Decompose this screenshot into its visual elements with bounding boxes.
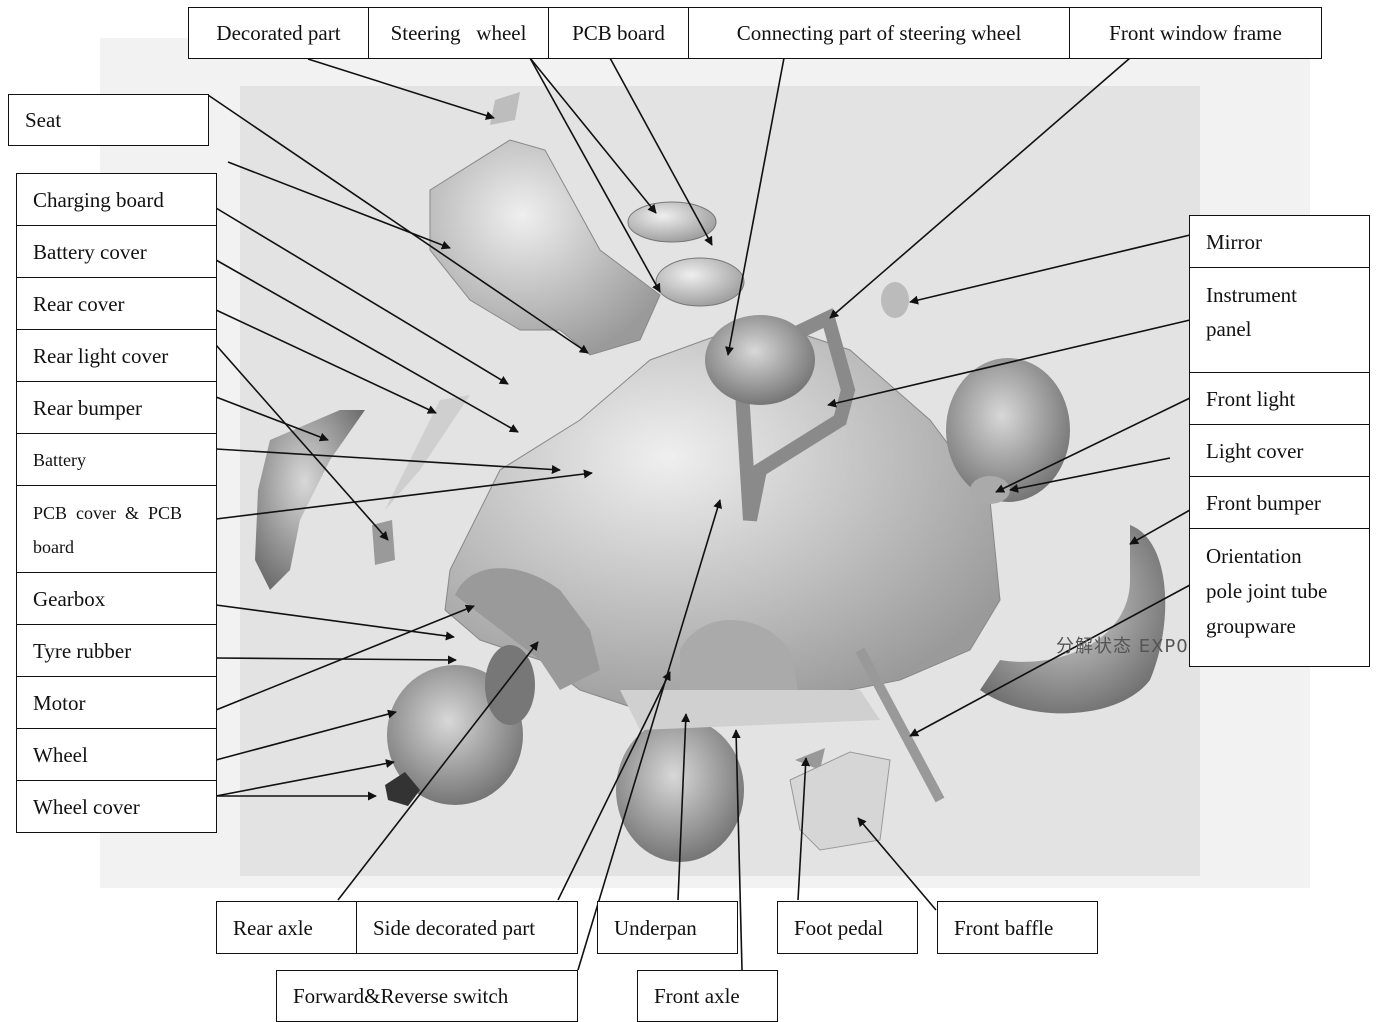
label-seat: Seat [8, 94, 209, 146]
rear-bumper-shape [255, 410, 365, 590]
front-window-frame-shape [732, 308, 856, 522]
label-rear-cover: Rear cover [16, 277, 217, 330]
wheel-cover-shape [385, 772, 420, 806]
label-pcb-board: PCB board [548, 7, 689, 59]
seat-part [429, 139, 661, 356]
label-motor: Motor [16, 676, 217, 729]
leader-lines [207, 57, 1191, 971]
label-orientation-line3: groupware [1206, 614, 1296, 638]
rear-cover-shape [385, 395, 470, 510]
mirror-shape [881, 282, 909, 318]
label-tyre-rubber: Tyre rubber [16, 624, 217, 677]
label-instrument-line1: Instrument [1206, 283, 1297, 307]
decorated-part-shape [490, 92, 520, 125]
label-instrument-line2: panel [1206, 317, 1252, 341]
car-parts [255, 92, 1166, 862]
label-instrument-panel: Instrument panel [1189, 267, 1370, 373]
label-orientation-pole: Orientation pole joint tube groupware [1189, 528, 1370, 667]
rear-wheel-arch [455, 568, 600, 690]
label-front-bumper: Front bumper [1189, 476, 1370, 529]
label-pcb-cover-line1: PCB cover & PCB [33, 503, 183, 523]
label-front-light: Front light [1189, 372, 1370, 425]
label-wheel: Wheel [16, 728, 217, 781]
steering-wheel-bottom [655, 257, 745, 307]
label-front-window-frame: Front window frame [1069, 7, 1322, 59]
label-connecting-part: Connecting part of steering wheel [688, 7, 1070, 59]
label-orientation-line2: pole joint tube [1206, 579, 1328, 603]
orientation-pole-shape [855, 647, 945, 803]
front-bumper-shape [980, 525, 1166, 714]
label-front-baffle: Front baffle [937, 901, 1098, 954]
label-pcb-cover-line2: board [33, 537, 74, 557]
steering-wheel-top [627, 201, 717, 243]
front-right-wheel [946, 358, 1070, 502]
tyre-rubber-shape [485, 645, 535, 725]
label-gearbox: Gearbox [16, 572, 217, 625]
watermark-text: 分解状态 EXP000 [1056, 636, 1214, 657]
label-rear-bumper: Rear bumper [16, 381, 217, 434]
label-orientation-line1: Orientation [1206, 544, 1302, 568]
label-mirror: Mirror [1189, 215, 1370, 268]
label-battery-cover: Battery cover [16, 225, 217, 278]
label-rear-light-cover: Rear light cover [16, 329, 217, 382]
label-side-decorated-part: Side decorated part [356, 901, 578, 954]
front-left-wheel [616, 718, 744, 862]
label-underpan: Underpan [597, 901, 738, 954]
label-pcb-cover: PCB cover & PCB board [16, 485, 217, 573]
label-steering-wheel: Steering wheel [368, 7, 549, 59]
label-rear-axle: Rear axle [216, 901, 357, 954]
label-foot-pedal: Foot pedal [777, 901, 918, 954]
label-forward-reverse-switch: Forward&Reverse switch [276, 970, 578, 1022]
rear-light-cover-shape [372, 520, 395, 565]
label-wheel-cover: Wheel cover [16, 780, 217, 833]
front-wheel-arch [680, 620, 800, 700]
label-battery: Battery [16, 433, 217, 486]
label-decorated-part: Decorated part [188, 7, 369, 59]
rear-right-wheel [705, 315, 815, 405]
label-light-cover: Light cover [1189, 424, 1370, 477]
front-light-shape [970, 476, 1010, 504]
label-front-axle: Front axle [637, 970, 778, 1022]
label-charging-board: Charging board [16, 173, 217, 226]
